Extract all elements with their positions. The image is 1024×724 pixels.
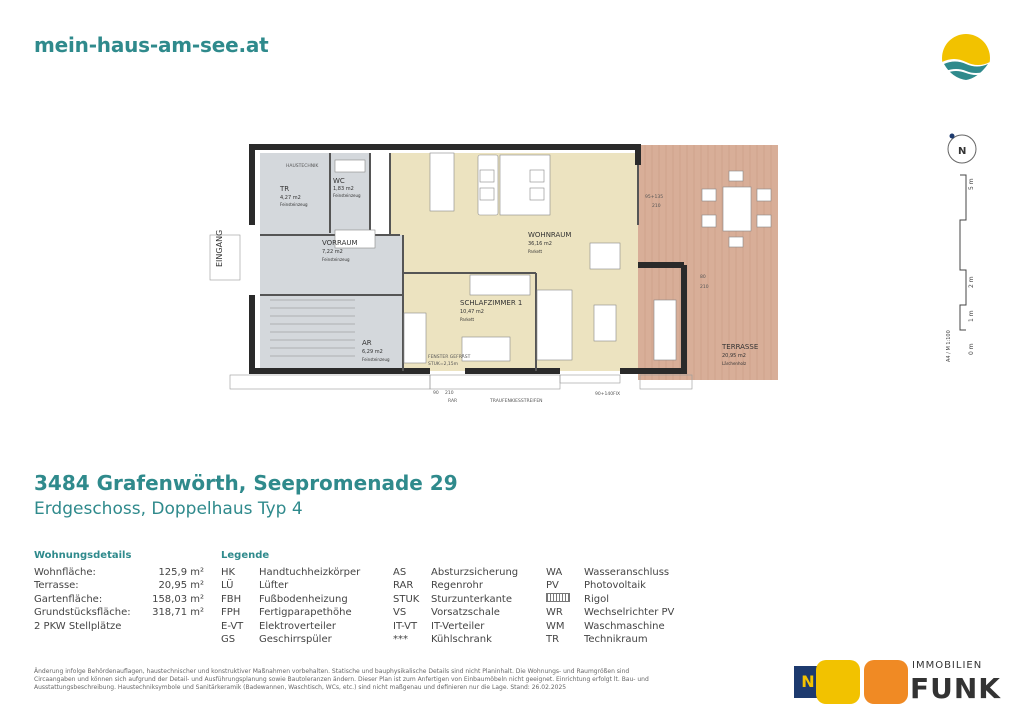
- dim-210b: 210: [700, 284, 709, 290]
- ar-fill: [260, 295, 403, 371]
- room-wohnraum-name: WOHNRAUM: [528, 231, 571, 239]
- dim-90: 90: [433, 390, 439, 396]
- details-row: Wohnfläche:125,9 m²: [34, 567, 204, 578]
- furniture: [334, 152, 677, 364]
- details-row: 2 PKW Stellplätze: [34, 620, 122, 632]
- room-schlafzimmer-floor: Parkett: [460, 317, 475, 322]
- room-tr-area: 4,27 m2: [280, 195, 301, 201]
- brand-funk: FUNK: [910, 672, 1001, 705]
- terrace-table: [701, 170, 772, 248]
- dim-210c: 210: [652, 203, 661, 209]
- dim-210: 210: [445, 390, 454, 396]
- strip-label: TRAUFENKIESSTREIFEN: [489, 398, 543, 404]
- room-terrasse-name: TERRASSE: [721, 343, 758, 351]
- orange-square-icon: [864, 660, 908, 704]
- room-ar-floor: Feinsteinzeug: [362, 357, 390, 362]
- legend-item: ***Kühlschrank: [393, 634, 492, 646]
- stuk-label: STUK=2,15m: [428, 361, 458, 367]
- entrance-label: EINGANG: [215, 230, 224, 267]
- legend-item: Rigol: [546, 592, 674, 606]
- fenster-label: FENSTER GEFRÄST: [428, 353, 471, 360]
- room-vorraum-floor: Feinsteinzeug: [322, 257, 350, 262]
- room-wc-area: 1,83 m2: [333, 186, 354, 192]
- vorraum-fill: [260, 235, 403, 295]
- room-wohnraum-floor: Parkett: [528, 249, 543, 254]
- scale-1m: 1 m: [968, 310, 975, 322]
- room-ar-area: 6,29 m2: [362, 349, 383, 355]
- haustechnik-label: HAUSTECHNIK: [286, 163, 319, 169]
- dim-80: 80: [700, 274, 706, 280]
- lake-logo-icon: [942, 34, 990, 82]
- room-vorraum-area: 7,22 m2: [322, 249, 343, 255]
- rigol-hatch-icon: [546, 592, 570, 602]
- details-row: Gartenfläche:158,03 m²: [34, 593, 204, 605]
- dim-90b: 90+140FIX: [595, 391, 620, 397]
- brand-immobilien: IMMOBILIEN: [912, 660, 983, 671]
- details-list: Wohnfläche:125,9 m² Terrasse:20,95 m² Ga…: [34, 566, 204, 633]
- room-vorraum-name: VORRAUM: [322, 239, 358, 247]
- room-wc-floor: Feinsteinzeug: [333, 193, 361, 198]
- scale-2m: 2 m: [968, 276, 975, 288]
- dim-95: 95+135: [645, 194, 663, 200]
- disclaimer: Änderung infolge Behördenauflagen, haust…: [34, 668, 649, 691]
- rar-label: RAR: [448, 398, 457, 404]
- room-schlafzimmer-area: 10,47 m2: [460, 309, 484, 315]
- details-row: Terrasse:20,95 m²: [34, 580, 204, 592]
- yellow-square-icon: [816, 660, 860, 704]
- room-ar-name: AR: [362, 339, 372, 347]
- room-terrasse-area: 20,95 m2: [722, 353, 746, 359]
- compass-icon: [947, 134, 977, 164]
- north-label: N: [958, 146, 966, 157]
- room-terrasse-floor: Lärchenholz: [722, 361, 746, 366]
- stairs: [270, 299, 355, 357]
- floor-plan: EINGANG TR 4,27 m2 Feinsteinzeug WC 1,83…: [209, 144, 778, 404]
- room-wc-name: WC: [333, 177, 345, 185]
- room-tr-name: TR: [279, 185, 289, 193]
- address-title: 3484 Grafenwörth, Seepromenade 29: [34, 471, 458, 495]
- immobilien-funk-logo: N IMMOBILIEN FUNK: [794, 658, 1014, 708]
- north-and-scale: N 5 m 2 m 1 m 0 m A4 / M 1:100: [946, 133, 977, 362]
- details-row: Grundstücksfläche:318,71 m²: [34, 607, 204, 619]
- site-url[interactable]: mein-haus-am-see.at: [34, 33, 269, 57]
- scale-5m: 5 m: [968, 178, 975, 190]
- room-tr-floor: Feinsteinzeug: [280, 202, 308, 207]
- scale-label: A4 / M 1:100: [946, 330, 952, 362]
- details-heading: Wohnungsdetails: [34, 550, 132, 561]
- room-wohnraum-area: 36,16 m2: [528, 241, 552, 247]
- scale-0m: 0 m: [968, 343, 975, 355]
- room-schlafzimmer-name: SCHLAFZIMMER 1: [460, 299, 522, 307]
- legend-heading: Legende: [221, 550, 270, 561]
- address-subtitle: Erdgeschoss, Doppelhaus Typ 4: [34, 499, 303, 519]
